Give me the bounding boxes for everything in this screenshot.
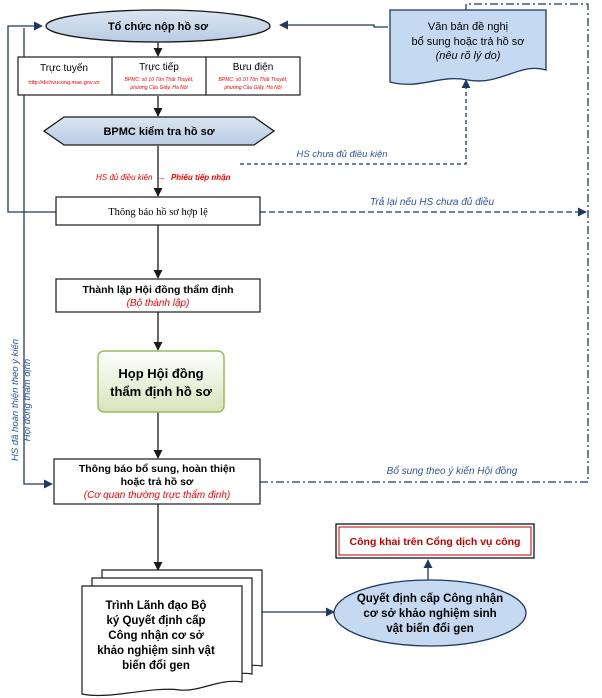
council-node: Thành lập Hội đồng thẩm định (Bộ thành l…	[55, 278, 261, 313]
channel-post-title: Bưu điện	[233, 62, 274, 73]
submit-line-1: Trình Lãnh đạo Bộ	[106, 600, 207, 612]
label-supplement: Bổ sung theo ý kiến Hội đồng	[387, 465, 518, 477]
meeting-line-1: Họp Hội đồng	[118, 366, 203, 381]
supplement-line-1: Thông báo bổ sung, hoàn thiện	[79, 463, 235, 475]
channel-online-title: Trực tuyến	[40, 62, 88, 74]
submit-line-3: Công nhận cơ sở	[108, 630, 204, 642]
publish-label: Công khai trên Cổng dịch vụ công	[350, 536, 521, 548]
decision-line-1: Quyết định cấp Công nhận	[357, 593, 503, 605]
start-label: Tổ chức nộp hồ sơ	[108, 21, 208, 33]
label-incomplete: HS chưa đủ điều kiện	[296, 149, 387, 160]
submit-line-2: ký Quyết định cấp	[106, 615, 205, 627]
decision-node: Quyết định cấp Công nhận cơ sở khảo nghi…	[333, 579, 527, 647]
meeting-line-2: thẩm định hồ sơ	[110, 384, 212, 399]
valid-notice-node: Thông báo hồ sơ hợp lệ	[55, 196, 261, 226]
submit-line-5: biến đổi gen	[122, 660, 190, 672]
check-label: BPMC kiểm tra hồ sơ	[103, 126, 214, 138]
channel-post-detail-2: phường Cầu Giấy, Hà Nội	[223, 84, 282, 91]
arrow-request-to-start	[279, 20, 388, 30]
label-enough-text: HS đủ điều kiện	[96, 173, 153, 182]
supplement-line-3: (Cơ quan thường trực thẩm định)	[84, 489, 231, 501]
check-node: BPMC kiểm tra hồ sơ	[42, 116, 276, 146]
request-line-1: Văn bản đề nghị	[428, 21, 508, 33]
arrow-supplement-right	[260, 3, 589, 483]
start-node: Tổ chức nộp hồ sơ	[45, 9, 271, 43]
decision-line-3: vật biến đổi gen	[386, 623, 474, 635]
label-left-loop-2: Hội đồng thẩm định	[22, 359, 33, 441]
meeting-node: Họp Hội đồng thẩm định hồ sơ	[97, 350, 225, 413]
channel-direct-detail-2: phường Cầu Giấy, Hà Nội	[129, 84, 188, 91]
council-line-2: (Bộ thành lập)	[127, 298, 190, 309]
valid-notice-label: Thông báo hồ sơ hợp lệ	[108, 207, 208, 218]
publish-node: Công khai trên Cổng dịch vụ công	[335, 523, 535, 559]
submit-node: Trình Lãnh đạo Bộ ký Quyết định cấp Công…	[81, 569, 263, 697]
channels-box: Trực tuyến http://dichvucong.mae.gov.vn …	[17, 56, 301, 96]
edge-labels: HS chưa đủ điều kiện HS đủ điều kiện → P…	[10, 149, 518, 477]
supplement-line-2: hoặc trả hồ sơ	[121, 476, 194, 488]
channel-direct-title: Trực tiếp	[139, 61, 179, 73]
arrow-valid-back-to-start	[7, 21, 56, 213]
request-document: Văn bản đề nghị bổ sung hoặc trả hồ sơ (…	[389, 9, 547, 85]
arrow-incomplete-to-request	[240, 79, 471, 165]
arrow-loop-to-supplement	[23, 28, 53, 489]
channel-online-link[interactable]: http://dichvucong.mae.gov.vn	[28, 80, 99, 86]
channel-post-detail-1: BPMC: số 10 Tôn Thất Thuyết,	[219, 76, 288, 83]
label-return: Trả lại nếu HS chưa đủ điều	[370, 196, 494, 208]
supplement-notice-node: Thông báo bổ sung, hoàn thiện hoặc trả h…	[53, 458, 261, 505]
label-enough: HS đủ điều kiện → Phiếu tiếp nhận	[96, 173, 231, 182]
label-enough-arrow: →	[158, 173, 166, 182]
submit-line-4: khảo nghiệm sinh vật	[97, 645, 215, 657]
feedback-connectors	[7, 3, 589, 617]
decision-line-2: cơ sở khảo nghiệm sinh	[363, 608, 496, 620]
request-line-2: bổ sung hoặc trả hồ sơ	[411, 36, 524, 48]
channel-direct-detail-1: BPMC: số 10 Tôn Thất Thuyết,	[125, 76, 194, 83]
label-left-loop-1: HS đã hoàn thiện theo ý kiến	[10, 339, 21, 461]
request-line-3: (nêu rõ lý do)	[436, 50, 501, 62]
label-receipt: Phiếu tiếp nhận	[171, 173, 231, 182]
council-line-1: Thành lập Hội đồng thẩm định	[82, 284, 233, 296]
